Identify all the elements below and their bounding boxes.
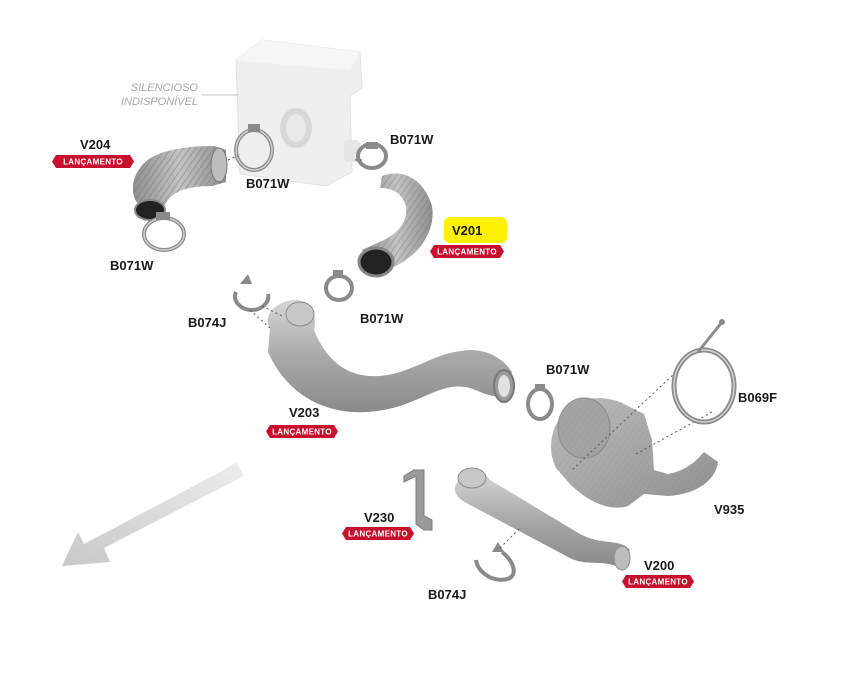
note-line-2: INDISPONÍVEL (121, 95, 198, 108)
v935-muffler (551, 371, 718, 508)
b071w-clamp-d (324, 270, 354, 302)
v204-flex-pipe (132, 146, 228, 221)
label-b071w-a: B071W (246, 176, 290, 191)
label-b069f: B069F (738, 390, 777, 405)
label-v201: V201 (452, 223, 482, 238)
label-v230: V230 (364, 510, 394, 525)
label-v935: V935 (714, 502, 744, 517)
unavailable-silencer (235, 39, 363, 187)
b074j-clamp-a (233, 274, 283, 329)
badge-text: LANÇAMENTO (437, 248, 497, 257)
direction-arrow: SENTIDO DE MARCHA (62, 462, 244, 566)
v230-bracket (403, 469, 433, 531)
b071w-clamp-c (352, 142, 388, 170)
label-b074j-a: B074J (188, 315, 226, 330)
label-b074j-b: B074J (428, 587, 466, 602)
label-b071w-e: B071W (546, 362, 590, 377)
badge-v204: LANÇAMENTO (52, 155, 134, 168)
v201-bend-pipe (357, 173, 433, 278)
b071w-clamp-b (142, 212, 186, 252)
b069f-strap-clamp (671, 319, 737, 425)
badge-text: LANÇAMENTO (348, 530, 408, 539)
v200-tailpipe (454, 467, 631, 571)
b071w-clamp-e (526, 384, 554, 421)
label-v200: V200 (644, 558, 674, 573)
unavailable-note: SILENCIOSO INDISPONÍVEL (121, 82, 238, 108)
label-b071w-b: B071W (110, 258, 154, 273)
badge-v203: LANÇAMENTO (266, 425, 338, 438)
label-b071w-d: B071W (360, 311, 404, 326)
b071w-clamp-a (227, 124, 274, 172)
label-v204: V204 (80, 137, 111, 152)
b074j-clamp-b (474, 527, 521, 582)
badge-v201: LANÇAMENTO (430, 245, 504, 258)
label-v203: V203 (289, 405, 319, 420)
v203-pipe (267, 300, 515, 413)
label-b071w-c: B071W (390, 132, 434, 147)
badge-v200: LANÇAMENTO (622, 575, 694, 588)
badge-text: LANÇAMENTO (63, 158, 123, 167)
badge-text: LANÇAMENTO (272, 428, 332, 437)
note-line-1: SILENCIOSO (131, 82, 199, 94)
badge-v230: LANÇAMENTO (342, 527, 414, 540)
v201-highlight (444, 217, 507, 243)
badge-text: LANÇAMENTO (628, 578, 688, 587)
